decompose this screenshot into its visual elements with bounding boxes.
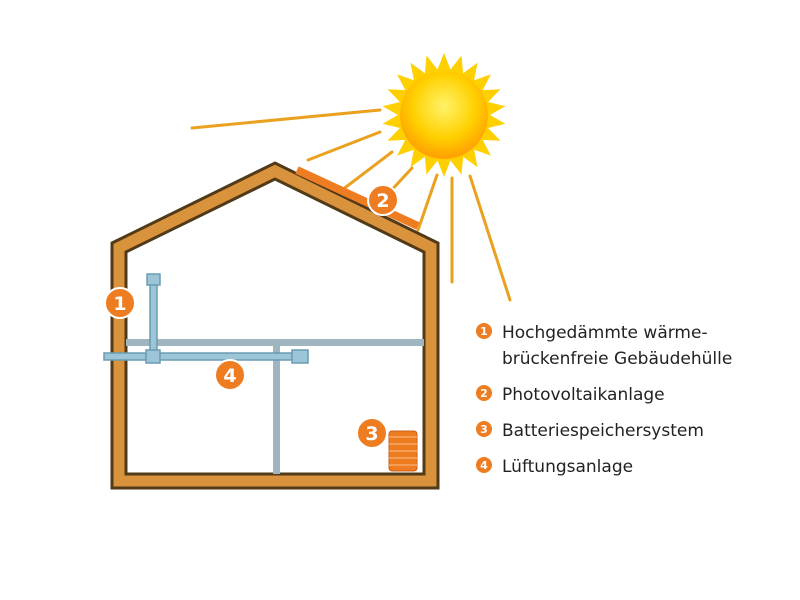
sun-ray: [306, 130, 382, 162]
svg-text:1: 1: [113, 293, 126, 315]
sun-ray: [190, 108, 382, 130]
legend-item-2: 2 Photovoltaikanlage: [476, 382, 796, 408]
marker-3: 3: [356, 417, 388, 449]
sun-rays: [190, 108, 512, 302]
pv-panel: [295, 166, 420, 230]
marker-4: 4: [214, 359, 246, 391]
legend-label: Batteriespeichersystem: [502, 421, 704, 441]
marker-1: 1: [104, 287, 136, 319]
svg-text:2: 2: [376, 190, 389, 212]
sun-ray: [340, 150, 394, 192]
floor-beam: [126, 339, 424, 346]
duct-end-cap: [291, 349, 309, 364]
duct-junction: [145, 349, 161, 364]
ventilation-ducts: [103, 273, 309, 364]
legend-label: Photovoltaikanlage: [502, 385, 665, 405]
legend-number: 1: [476, 323, 492, 339]
building-envelope: [110, 161, 440, 490]
interior-pillar: [273, 346, 280, 474]
sun-disc: [400, 71, 488, 159]
legend-number: 2: [476, 385, 492, 401]
legend-label: Hochgedämmte wärme- brückenfreie Gebäude…: [502, 323, 733, 369]
duct-vertical: [149, 281, 158, 358]
duct-top-cap: [146, 273, 161, 286]
svg-text:3: 3: [365, 423, 378, 445]
legend-number: 3: [476, 421, 492, 437]
legend-item-1: 1 Hochgedämmte wärme- brückenfreie Gebäu…: [476, 320, 796, 372]
sun-ray: [468, 174, 512, 302]
legend-number: 4: [476, 457, 492, 473]
sun: [382, 53, 506, 177]
legend-label: Lüftungsanlage: [502, 457, 634, 477]
duct-horizontal: [103, 352, 305, 361]
battery-storage: [388, 430, 418, 472]
legend: 1 Hochgedämmte wärme- brückenfreie Gebäu…: [476, 320, 796, 490]
legend-item-4: 4 Lüftungsanlage: [476, 454, 796, 480]
svg-text:4: 4: [223, 365, 236, 387]
sun-ray: [416, 173, 439, 232]
legend-item-3: 3 Batteriespeichersystem: [476, 418, 796, 444]
marker-2: 2: [367, 184, 399, 216]
